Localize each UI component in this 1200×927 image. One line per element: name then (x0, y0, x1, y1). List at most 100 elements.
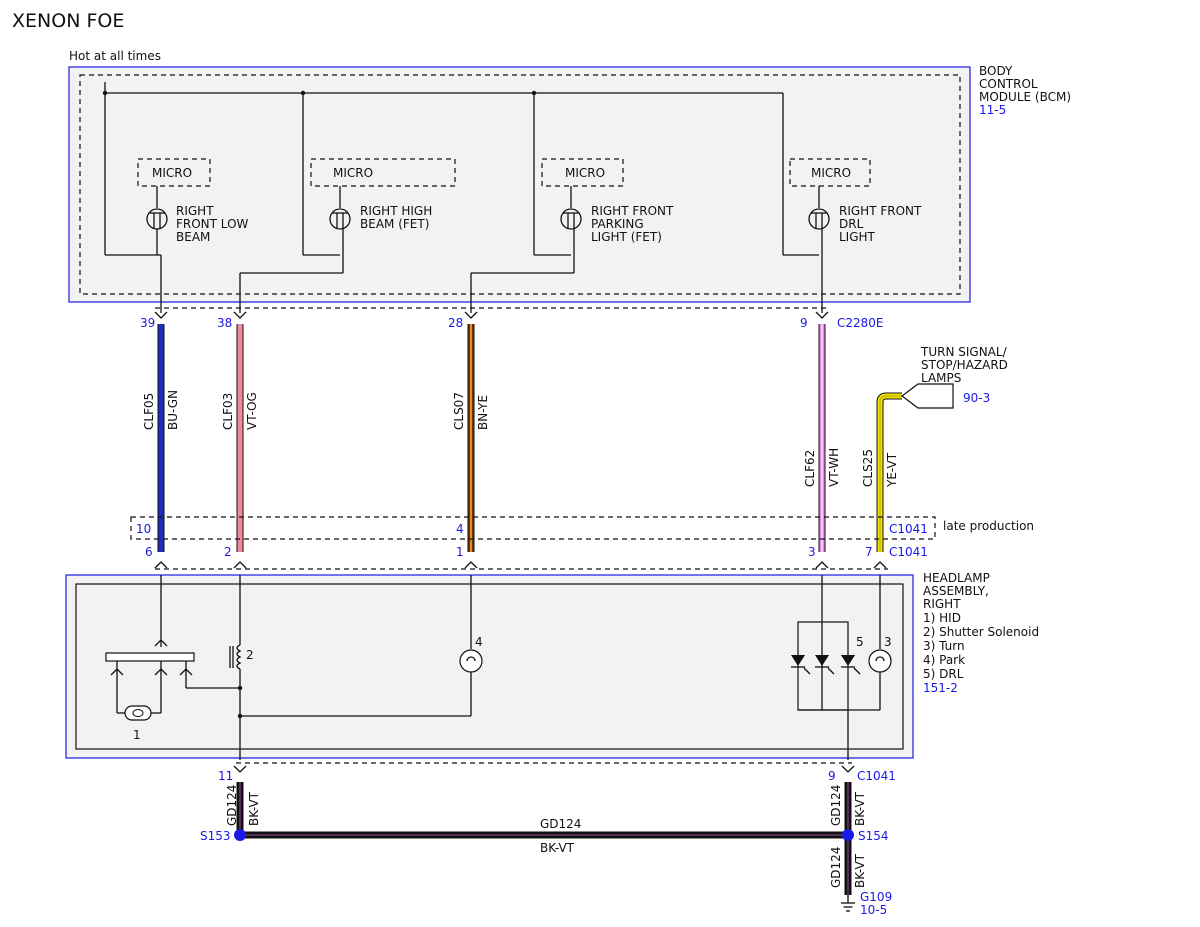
ground-left-pin: 11 (218, 769, 233, 783)
splice-s153 (234, 829, 246, 841)
turn-signal-label-line: LAMPS (921, 371, 961, 385)
headlamp-assembly-box (65, 574, 914, 759)
output-label-line: LIGHT (839, 230, 876, 244)
output-label-line: DRL (839, 217, 864, 231)
bcm-internal-routing (157, 254, 823, 313)
output-label-line: BEAM (176, 230, 210, 244)
wire-1-lamp-pin: 6 (145, 545, 153, 559)
ground-left-circuit: GD124 (225, 785, 239, 826)
park-label: 4 (475, 635, 483, 649)
wire-2-circuit: CLF03 (221, 393, 235, 430)
hid-ballast (105, 575, 240, 721)
headlamp-name-line: ASSEMBLY, (923, 584, 989, 598)
ground-bus-color-code: BK-VT (540, 841, 575, 855)
ground-drop-color-code: BK-VT (853, 853, 867, 888)
ground-left-color-code: BK-VT (247, 791, 261, 826)
turn-signal-label-line: STOP/HAZARD (921, 358, 1008, 372)
headlamp-connector-pins (154, 561, 887, 569)
wire-4-color-code: VT-WH (827, 448, 841, 487)
bcm-connector-pins (154, 311, 829, 319)
headlamp-legend-item: 4) Park (923, 653, 965, 667)
bcm-micro-2: MICRO (310, 158, 456, 187)
wire-2-lamp-pin: 2 (224, 545, 232, 559)
splice-right-label: S154 (858, 829, 889, 843)
wire-cls25[interactable] (876, 392, 902, 552)
transistor-3 (560, 186, 582, 273)
turn-lamp-bulb (798, 575, 892, 760)
wire-1-late-pin: 10 (136, 522, 151, 536)
bcm-module-box (68, 66, 971, 303)
ground-drop-circuit: GD124 (829, 847, 843, 888)
splice-left-label: S153 (200, 829, 231, 843)
transistor-1 (146, 186, 168, 255)
wire-3-lamp-pin: 1 (456, 545, 464, 559)
headlamp-ref[interactable]: 151-2 (923, 681, 958, 695)
late-production-connector (130, 516, 936, 540)
wire-3-late-pin: 4 (456, 522, 464, 536)
wire-5-circuit: CLS25 (861, 449, 875, 487)
bcm-micro-3: MICRO (541, 158, 624, 187)
output-label-line: LIGHT (FET) (591, 230, 662, 244)
headlamp-legend-item: 2) Shutter Solenoid (923, 625, 1039, 639)
ground-point-label: G109 (860, 890, 892, 904)
transistor-2 (329, 186, 351, 273)
wire-4-circuit: CLF62 (803, 450, 817, 487)
wire-5-color-code: YE-VT (885, 452, 899, 488)
splice-s154 (842, 829, 854, 841)
output-label-line: FRONT LOW (176, 217, 249, 231)
hid-label: 1 (133, 728, 141, 742)
headlamp-assembly-inner (75, 583, 904, 750)
turn-label: 3 (884, 635, 892, 649)
diagram-title: XENON FOE (12, 10, 124, 32)
transistor-4 (808, 186, 830, 255)
output-label-line: RIGHT FRONT (591, 204, 674, 218)
wire-4-lamp-pin: 3 (808, 545, 816, 559)
wire-2-bcm-pin: 38 (217, 316, 232, 330)
wire-3-bcm-pin: 28 (448, 316, 463, 330)
ground-right-pin: 9 (828, 769, 836, 783)
output-label-line: BEAM (FET) (360, 217, 429, 231)
micro-label: MICRO (811, 166, 851, 180)
wire-4-bcm-pin: 9 (800, 316, 808, 330)
bcm-name-line-2: CONTROL (979, 77, 1038, 91)
turn-signal-connector (901, 383, 954, 409)
headlamp-name-line: RIGHT (923, 597, 961, 611)
headlamp-name-line: HEADLAMP (923, 571, 990, 585)
bcm-name-line-3: MODULE (BCM) (979, 90, 1071, 104)
park-lamp-bulb (240, 575, 483, 717)
ground-connector-id[interactable]: C1041 (857, 769, 896, 783)
headlamp-legend-item: 3) Turn (923, 639, 965, 653)
bcm-ref[interactable]: 11-5 (979, 103, 1006, 117)
micro-label: MICRO (333, 166, 373, 180)
shutter-solenoid (229, 575, 243, 760)
output-label-line: RIGHT HIGH (360, 204, 432, 218)
ground-connector-pins (233, 765, 855, 773)
micro-label: MICRO (565, 166, 605, 180)
headlamp-connector-id[interactable]: C1041 (889, 545, 928, 559)
ground-right-color-code: BK-VT (853, 791, 867, 826)
wire-1-circuit: CLF05 (142, 393, 156, 430)
ground-ref[interactable]: 10-5 (860, 903, 887, 917)
wire-1-bcm-pin: 39 (140, 316, 155, 330)
wire-5-lamp-pin: 7 (865, 545, 873, 559)
headlamp-legend-item: 1) HID (923, 611, 961, 625)
output-label-line: PARKING (591, 217, 644, 231)
late-production-note: late production (943, 519, 1034, 533)
ground-wire-gd124[interactable] (236, 782, 852, 895)
headlamp-legend-item: 5) DRL (923, 667, 964, 681)
bcm-connector-id[interactable]: C2280E (837, 316, 884, 330)
wire-3-color-code: BN-YE (476, 395, 490, 430)
bcm-name-line-1: BODY (979, 64, 1013, 78)
bcm-supply-label: Hot at all times (69, 49, 161, 63)
output-label-line: RIGHT FRONT (839, 204, 922, 218)
wire-1-color-code: BU-GN (166, 390, 180, 430)
wire-cls25-stripe (879, 395, 902, 552)
solenoid-label: 2 (246, 648, 254, 662)
output-label-line: RIGHT (176, 204, 214, 218)
ground-bus-circuit: GD124 (540, 817, 581, 831)
late-connector-id[interactable]: C1041 (889, 522, 928, 536)
ground-right-circuit: GD124 (829, 785, 843, 826)
turn-signal-ref[interactable]: 90-3 (963, 391, 990, 405)
wire-3-circuit: CLS07 (452, 392, 466, 430)
